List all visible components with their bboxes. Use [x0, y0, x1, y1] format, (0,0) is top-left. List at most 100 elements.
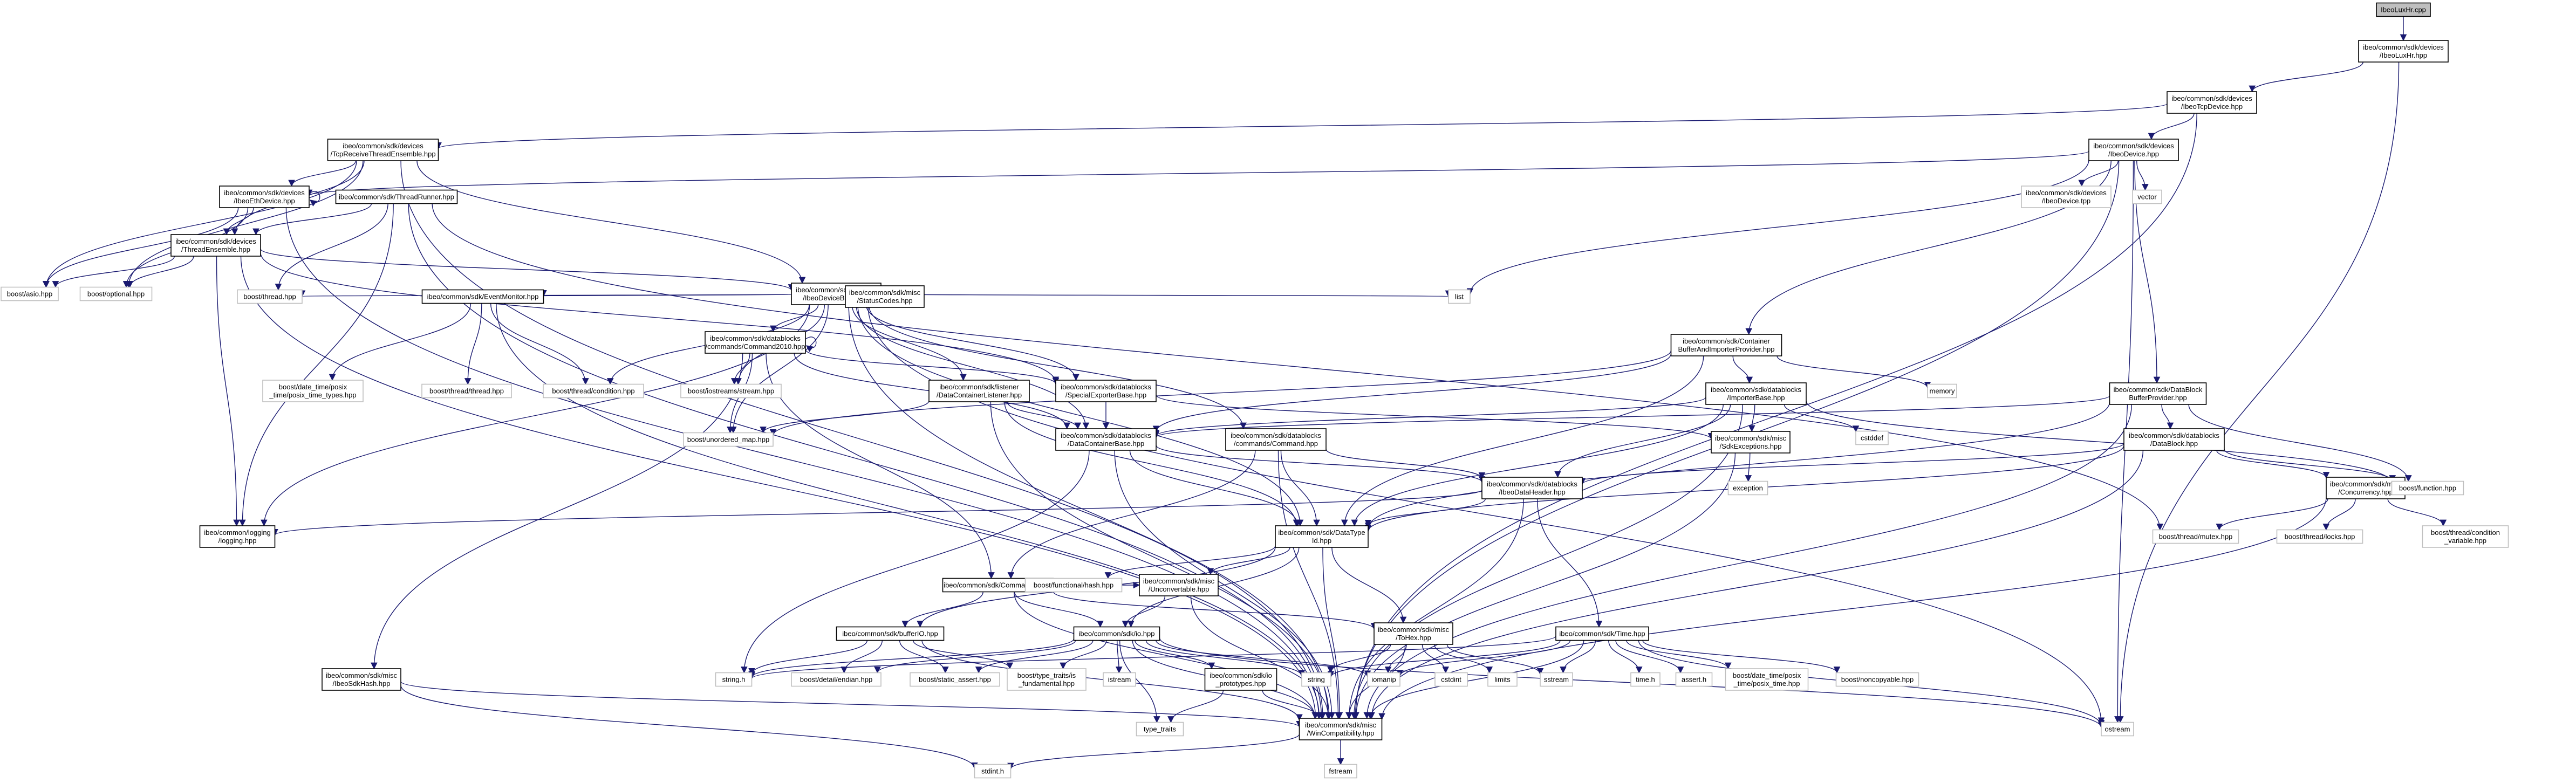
graph-node-bfhash[interactable]: boost/functional/hash.hpp	[1024, 578, 1123, 593]
graph-node-ethdev[interactable]: ibeo/common/sdk/devices/IbeoEthDevice.hp…	[219, 186, 310, 208]
graph-node-specialexp[interactable]: ibeo/common/sdk/datablocks/SpecialExport…	[1055, 380, 1157, 402]
node-box	[1555, 626, 1649, 641]
graph-node-eventmon[interactable]: ibeo/common/sdk/EventMonitor.hpp	[421, 289, 544, 304]
graph-node-istream[interactable]: istream	[1103, 672, 1136, 687]
graph-node-cstdint[interactable]: cstdint	[1434, 672, 1468, 687]
graph-node-staticassert[interactable]: boost/static_assert.hpp	[910, 672, 1000, 687]
graph-node-bfunction[interactable]: boost/function.hpp	[2391, 480, 2464, 496]
node-label: string	[1308, 676, 1325, 684]
edge-io-to-string	[1145, 640, 1306, 677]
graph-node-datablock[interactable]: ibeo/common/sdk/datablocks/DataBlock.hpp	[2123, 428, 2225, 451]
graph-node-luxhr[interactable]: ibeo/common/sdk/devices/IbeoLuxHr.hpp	[2358, 40, 2449, 63]
graph-node-memory[interactable]: memory	[1927, 383, 1957, 399]
graph-node-posixtime[interactable]: boost/date_time/posix_time/posix_time.hp…	[1725, 668, 1809, 691]
graph-node-stdinth[interactable]: stdint.h	[974, 764, 1012, 779]
graph-node-cmd2010[interactable]: ibeo/common/sdk/datablocks/commands/Comm…	[705, 331, 806, 354]
graph-node-list[interactable]: list	[1448, 289, 1471, 304]
graph-node-statuscodes[interactable]: ibeo/common/sdk/misc/StatusCodes.hpp	[845, 285, 925, 308]
graph-node-tohex[interactable]: ibeo/common/sdk/misc/ToHex.hpp	[1374, 622, 1453, 645]
node-label: _time/posix_time_types.hpp	[269, 391, 356, 399]
edge-devbase-to-dcbase	[856, 304, 1090, 430]
node-label: ibeo/common/sdk/datablocks	[1231, 431, 1321, 439]
graph-node-logging[interactable]: ibeo/common/logging/logging.hpp	[199, 525, 276, 548]
graph-node-tcpdev[interactable]: ibeo/common/sdk/devices/IbeoTcpDevice.hp…	[2167, 91, 2257, 114]
graph-node-timeh[interactable]: time.h	[1630, 672, 1661, 687]
graph-node-time[interactable]: ibeo/common/sdk/Time.hpp	[1555, 626, 1649, 641]
graph-node-unconv[interactable]: ibeo/common/sdk/misc/Unconvertable.hpp	[1139, 574, 1219, 596]
graph-node-threadens[interactable]: ibeo/common/sdk/devices/ThreadEnsemble.h…	[170, 234, 261, 257]
graph-node-dataheader[interactable]: ibeo/common/sdk/datablocks/IbeoDataHeade…	[1481, 477, 1583, 499]
graph-node-exception[interactable]: exception	[1727, 480, 1768, 496]
node-label: limits	[1494, 676, 1511, 684]
edge-dcbase-to-wincompat	[1114, 450, 1336, 719]
graph-node-iomanip[interactable]: iomanip	[1367, 672, 1400, 687]
graph-node-sdkexc[interactable]: ibeo/common/sdk/misc/SdkExceptions.hpp	[1711, 431, 1791, 454]
graph-node-bthread[interactable]: boost/thread.hpp	[237, 289, 303, 304]
graph-node-noncopy[interactable]: boost/noncopyable.hpp	[1835, 672, 1919, 687]
node-label: boost/unordered_map.hpp	[687, 436, 770, 444]
node-label: ibeo/common/sdk/misc	[1143, 577, 1215, 585]
graph-node-sstream[interactable]: sstream	[1540, 672, 1573, 687]
edge-dbbufprov-to-datatypeid	[1364, 402, 2110, 530]
graph-node-command[interactable]: ibeo/common/sdk/datablocks/commands/Comm…	[1225, 428, 1327, 451]
graph-node-string[interactable]: string	[1301, 672, 1331, 687]
graph-node-importerbase[interactable]: ibeo/common/sdk/datablocks/ImporterBase.…	[1705, 382, 1807, 405]
node-label: /IbeoDevice.tpp	[2042, 197, 2090, 205]
node-label: fstream	[1329, 767, 1352, 775]
edge-devbase-to-wincompat	[848, 304, 1332, 719]
graph-node-asio[interactable]: boost/asio.hpp	[1, 286, 59, 301]
node-label: ibeo/common/sdk/datablocks	[1061, 383, 1151, 391]
graph-node-listener[interactable]: ibeo/common/sdk/listener/DataContainerLi…	[928, 380, 1030, 402]
edge-io-to-typetraits	[1119, 640, 1160, 723]
graph-node-threadrunner[interactable]: ibeo/common/sdk/ThreadRunner.hpp	[335, 189, 458, 204]
edge-devbase-to-command	[868, 304, 1247, 430]
graph-node-typetraits-fund[interactable]: boost/type_traits/is_fundamental.hpp	[1007, 668, 1087, 691]
edge-listener-to-unordered	[760, 400, 930, 434]
graph-node-unordered[interactable]: boost/unordered_map.hpp	[683, 432, 774, 447]
graph-node-tcprecv[interactable]: ibeo/common/sdk/devices/TcpReceiveThread…	[327, 139, 439, 161]
edge-listener-to-datatypeid	[1004, 401, 1300, 527]
graph-node-posixtypes[interactable]: boost/date_time/posix_time/posix_time_ty…	[262, 380, 364, 402]
graph-node-bcondvar[interactable]: boost/thread/condition_variable.hpp	[2422, 525, 2509, 548]
graph-node-io[interactable]: ibeo/common/sdk/io.hpp	[1073, 626, 1160, 641]
graph-node-blocks[interactable]: boost/thread/locks.hpp	[2276, 529, 2363, 544]
node-label: /IbeoSdkHash.hpp	[333, 679, 391, 688]
graph-node-fstream[interactable]: fstream	[1324, 764, 1357, 779]
edge-concurrency-to-blocks	[2322, 498, 2356, 531]
graph-node-stringh[interactable]: string.h	[715, 672, 753, 687]
graph-node-limits[interactable]: limits	[1487, 672, 1518, 687]
graph-node-optional[interactable]: boost/optional.hpp	[79, 286, 153, 301]
node-box	[79, 286, 153, 301]
graph-node-cstddef[interactable]: cstddef	[1855, 430, 1889, 445]
graph-node-endian[interactable]: boost/detail/endian.hpp	[791, 672, 882, 687]
node-box	[1855, 430, 1889, 445]
edge-threadens-to-logging	[216, 256, 240, 527]
graph-node-wincompat[interactable]: ibeo/common/sdk/misc/WinCompatibility.hp…	[1299, 718, 1383, 740]
node-label: IbeoLuxHr.cpp	[2381, 6, 2426, 14]
graph-node-typetraits[interactable]: type_traits	[1136, 722, 1184, 737]
node-label: BufferProvider.hpp	[2129, 394, 2186, 402]
graph-node-bmutex[interactable]: boost/thread/mutex.hpp	[2152, 529, 2239, 544]
node-label: boost/thread/condition.hpp	[552, 387, 634, 395]
node-label: ibeo/common/sdk/ThreadRunner.hpp	[339, 193, 454, 201]
graph-node-asserth[interactable]: assert.h	[1675, 672, 1713, 687]
graph-node-dcbase[interactable]: ibeo/common/sdk/datablocks/DataContainer…	[1055, 428, 1157, 451]
graph-node-iostreams[interactable]: boost/iostreams/stream.hpp	[680, 383, 782, 399]
graph-node-bitfield[interactable]: ibeo/common/sdk/bufferIO.hpp	[836, 626, 945, 641]
node-label: ibeo/common/sdk/misc	[1378, 626, 1450, 634]
graph-node-dbbufprov[interactable]: ibeo/common/sdk/DataBlockBufferProvider.…	[2109, 382, 2207, 405]
graph-node-sdkhash[interactable]: ibeo/common/sdk/misc/IbeoSdkHash.hpp	[322, 668, 401, 691]
edge-tcpdev-to-tcprecv	[435, 103, 2168, 149]
node-label: ibeo/common/sdk/devices	[2363, 43, 2444, 51]
graph-node-condition[interactable]: boost/thread/condition.hpp	[543, 383, 644, 399]
graph-node-bthreadthread[interactable]: boost/thread/thread.hpp	[421, 383, 512, 399]
edge-eventmon-to-posixtypes	[329, 303, 472, 381]
graph-node-ioprim[interactable]: ibeo/common/sdk/io_prototypes.hpp	[1204, 668, 1277, 691]
graph-node-ibeodev[interactable]: ibeo/common/sdk/devices/IbeoDevice.hpp	[2088, 139, 2179, 161]
graph-node-container[interactable]: ibeo/common/sdk/ContainerBufferAndImport…	[1670, 334, 1782, 356]
graph-node-ostream[interactable]: ostream	[2101, 722, 2134, 737]
graph-node-devtpp[interactable]: ibeo/common/sdk/devices/IbeoDevice.tpp	[2021, 186, 2112, 208]
graph-node-root[interactable]: IbeoLuxHr.cpp	[2376, 2, 2431, 17]
graph-node-vector[interactable]: vector	[2132, 189, 2162, 204]
